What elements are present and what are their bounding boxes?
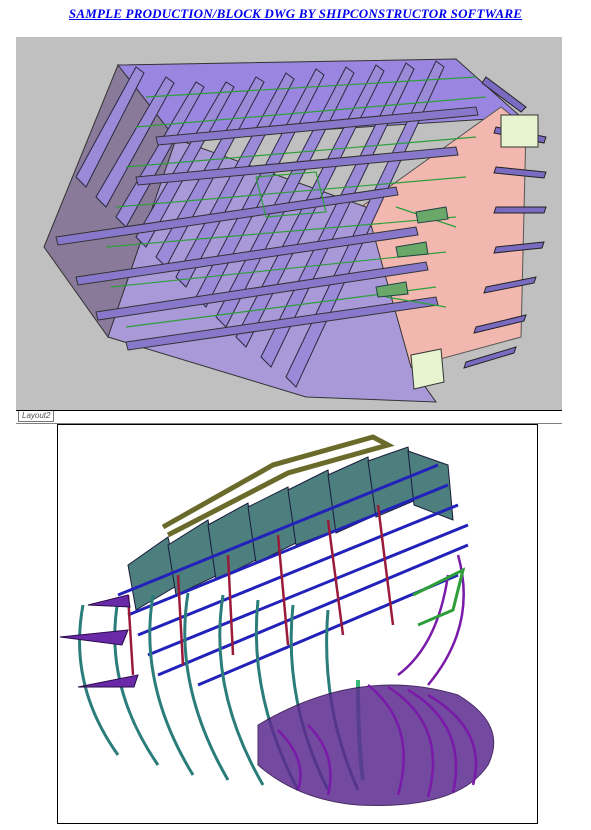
bulbous-bow — [257, 684, 495, 806]
deck-plates — [127, 446, 454, 611]
longitudinal-girders — [55, 106, 479, 351]
block-model-viewport[interactable] — [16, 37, 562, 410]
green-bracket — [412, 567, 466, 627]
bow-block-3d-model-drawing — [59, 434, 495, 806]
page-title: SAMPLE PRODUCTION/BLOCK DWG BY SHIPCONST… — [68, 6, 523, 21]
lifting-lugs — [375, 206, 449, 298]
deck-edge-beam — [161, 434, 395, 538]
bracket-bottom — [410, 348, 445, 390]
shell-plates-purple — [59, 594, 139, 688]
layout-tab-bar: Layout2 — [16, 410, 562, 424]
block-3d-model-drawing — [43, 58, 547, 403]
transverse-frames — [75, 60, 445, 388]
tab-layout2[interactable]: Layout2 — [18, 411, 55, 422]
bow-block-model-viewport[interactable] — [57, 424, 538, 824]
red-stiffeners — [126, 504, 395, 676]
bracket-top — [500, 114, 539, 148]
